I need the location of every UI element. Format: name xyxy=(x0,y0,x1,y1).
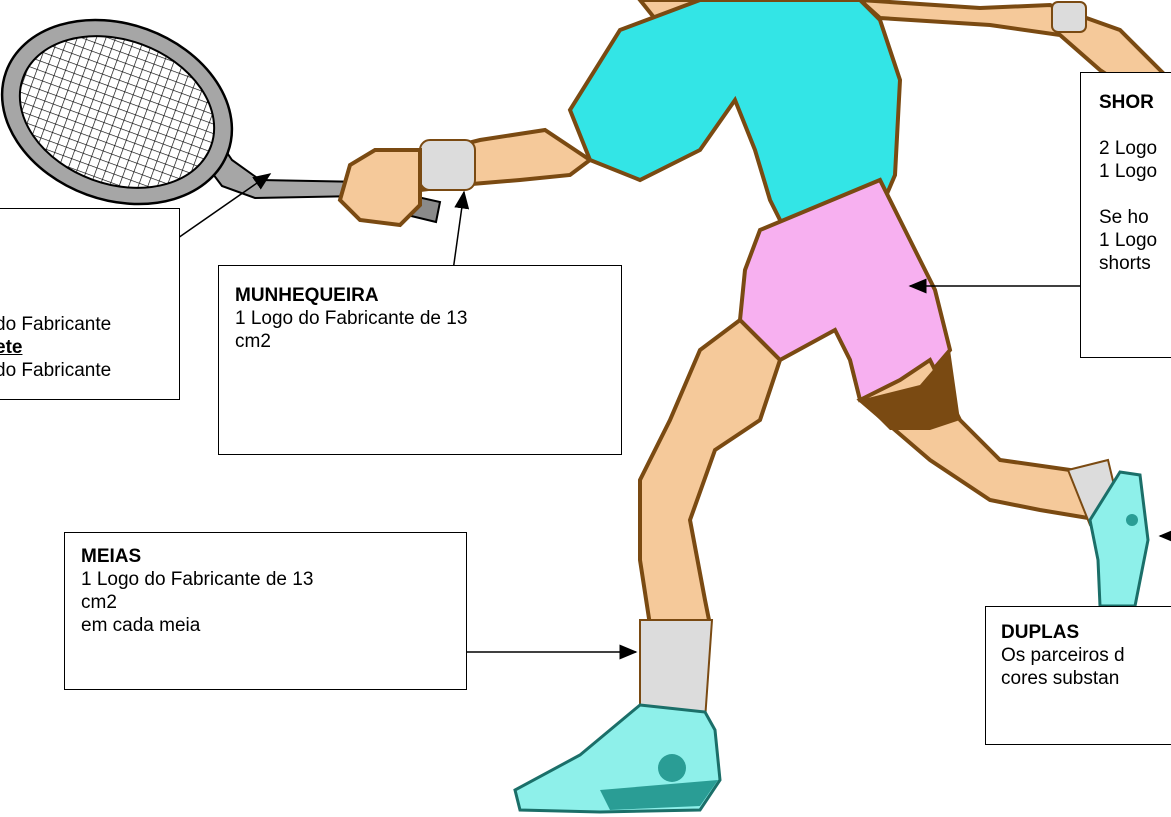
doubles-line-1: Os parceiros d xyxy=(1001,645,1125,666)
callout-doubles: DUPLAS Os parceiros d cores substan xyxy=(985,606,1171,745)
shorts-line-2: 1 Logo xyxy=(1099,161,1158,182)
wristband-line-1: 1 Logo do Fabricante de 13 xyxy=(235,308,468,329)
shorts-line-3: Se ho xyxy=(1099,207,1149,228)
wristband-title: MUNHEQUEIRA xyxy=(235,285,379,306)
socks-title: MEIAS xyxy=(81,546,142,567)
doubles-title: DUPLAS xyxy=(1001,622,1080,643)
racket-line-1: do Fabricante xyxy=(0,314,112,335)
shorts-line-1: 2 Logo xyxy=(1099,138,1158,159)
socks-line-2: cm2 xyxy=(81,592,117,613)
racket-icon xyxy=(0,18,442,224)
callout-socks: MEIAS 1 Logo do Fabricante de 13 cm2 em … xyxy=(64,532,467,690)
callout-shorts: SHOR 2 Logo 1 Logo Se ho 1 Logo shorts xyxy=(1080,72,1171,358)
shorts-line-5: shorts xyxy=(1099,253,1151,274)
callout-racket: do Fabricante ete do Fabricante xyxy=(0,208,180,400)
shorts-title: SHOR xyxy=(1099,92,1154,113)
callout-wristband: MUNHEQUEIRA 1 Logo do Fabricante de 13 c… xyxy=(218,265,622,455)
shorts-line-4: 1 Logo xyxy=(1099,230,1158,251)
wristband-line-2: cm2 xyxy=(235,331,271,352)
racket-line-2: ete xyxy=(0,337,23,358)
racket-line-3: do Fabricante xyxy=(0,360,112,381)
doubles-line-2: cores substan xyxy=(1001,668,1120,689)
socks-line-1: 1 Logo do Fabricante de 13 xyxy=(81,569,314,590)
socks-line-3: em cada meia xyxy=(81,615,201,636)
